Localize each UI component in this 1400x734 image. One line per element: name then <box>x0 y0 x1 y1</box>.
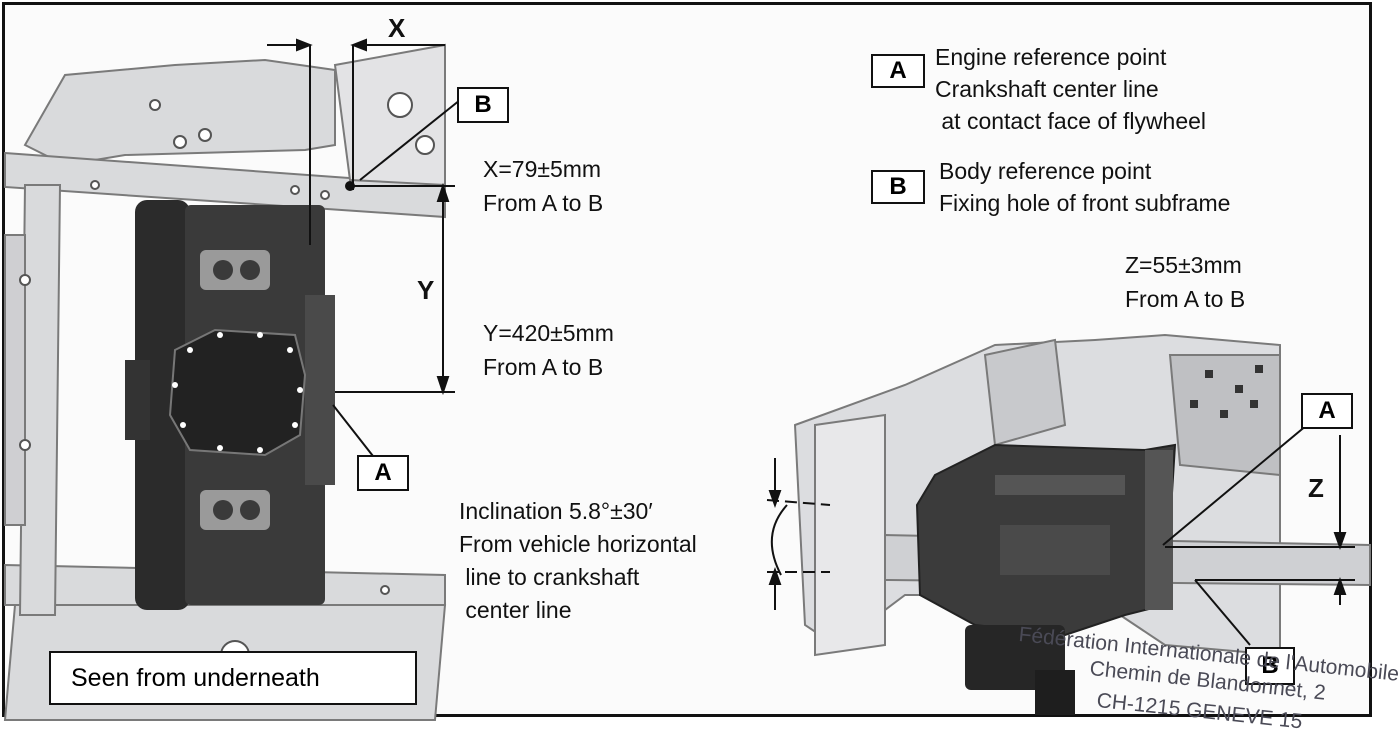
legend-b-line2: Fixing hole of front subframe <box>939 190 1231 216</box>
x-value-text: X=79±5mm <box>483 156 602 182</box>
engine-bottom-view <box>125 200 335 610</box>
engine-side-view <box>915 443 1177 715</box>
y-value-text: Y=420±5mm <box>483 320 614 346</box>
side-view-body-holes <box>1190 365 1263 418</box>
legend-b-box: B <box>871 170 925 204</box>
y-dimension-label: Y <box>417 275 435 305</box>
bottom-view-a-box: A <box>357 455 409 491</box>
inclination-line1: Inclination 5.8°±30′ <box>459 498 653 524</box>
seen-from-underneath-caption: Seen from underneath <box>49 651 417 705</box>
side-view-b-box: B <box>1245 647 1295 685</box>
inclination-line3: line to crankshaft <box>459 564 640 590</box>
legend-b-line1: Body reference point <box>939 158 1152 184</box>
z-value-text: Z=55±3mm <box>1125 252 1242 278</box>
z-dimension-label: Z <box>1308 473 1324 503</box>
diagram-graphics <box>3 38 1371 721</box>
y-from-text: From A to B <box>483 354 604 380</box>
bottom-view-dimensions <box>267 38 461 466</box>
side-view-dimensions <box>766 424 1355 646</box>
inclination-line2: From vehicle horizontal <box>459 531 697 557</box>
x-dimension-label: X <box>388 13 406 43</box>
legend-a-box: A <box>871 54 925 88</box>
x-from-text: From A to B <box>483 190 604 216</box>
legend-a-line1: Engine reference point <box>935 44 1167 70</box>
legend-a-line3: at contact face of flywheel <box>935 108 1207 134</box>
bottom-view-b-box: B <box>457 87 509 123</box>
legend-a-line2: Crankshaft center line <box>935 76 1159 102</box>
side-view-a-box: A <box>1301 393 1353 429</box>
inclination-line4: center line <box>459 597 572 623</box>
z-from-text: From A to B <box>1125 286 1246 312</box>
